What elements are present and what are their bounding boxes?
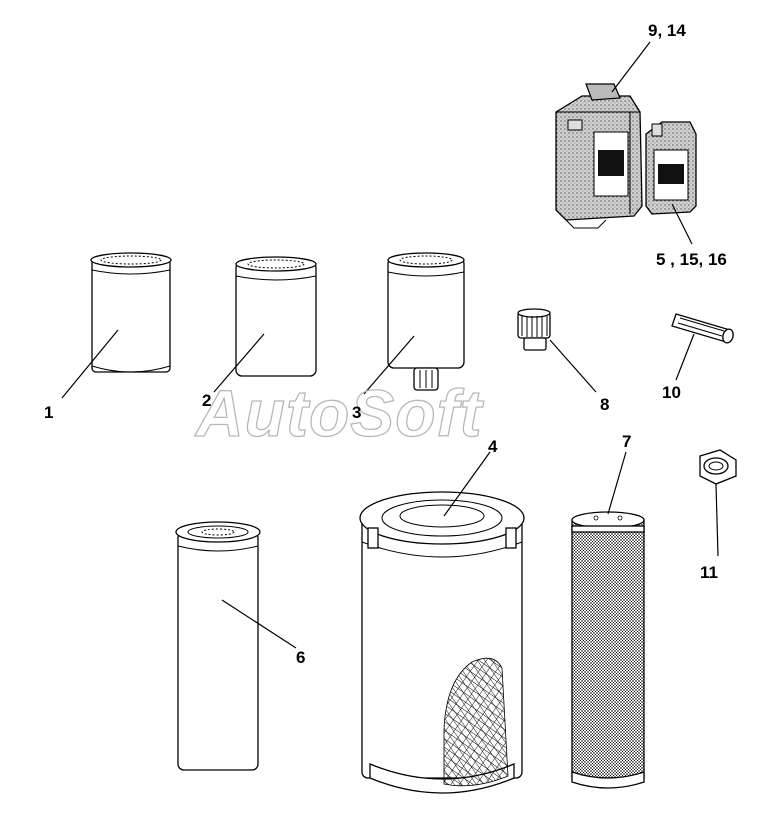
callout-2: 2: [202, 391, 211, 410]
part-11-nut: [699, 449, 737, 557]
part-6-hydraulic-filter: [175, 521, 297, 771]
part-10-pin: [671, 313, 734, 381]
callout-7: 7: [622, 432, 631, 451]
part-8-breather-cap: [517, 308, 597, 393]
callout-4: 4: [488, 437, 498, 456]
part-9-14-5-15-16-fluid-canisters: [555, 41, 697, 245]
part-4-air-filter: [359, 451, 525, 794]
callout-8: 8: [600, 395, 609, 414]
part-1-oil-filter: [61, 252, 172, 399]
part-3-fuel-filter: [363, 252, 465, 395]
callout-1: 1: [44, 403, 53, 422]
callout-6: 6: [296, 648, 305, 667]
callout-11: 11: [700, 563, 718, 582]
callout-5-15-16: 5 , 15, 16: [656, 250, 727, 269]
part-2-oil-filter: [213, 256, 317, 393]
callout-9-14: 9, 14: [648, 21, 686, 40]
part-7-safety-filter-element: [571, 451, 645, 789]
callout-10: 10: [662, 383, 681, 402]
callout-3: 3: [352, 403, 361, 422]
watermark-text: AutoSoft: [194, 376, 485, 450]
